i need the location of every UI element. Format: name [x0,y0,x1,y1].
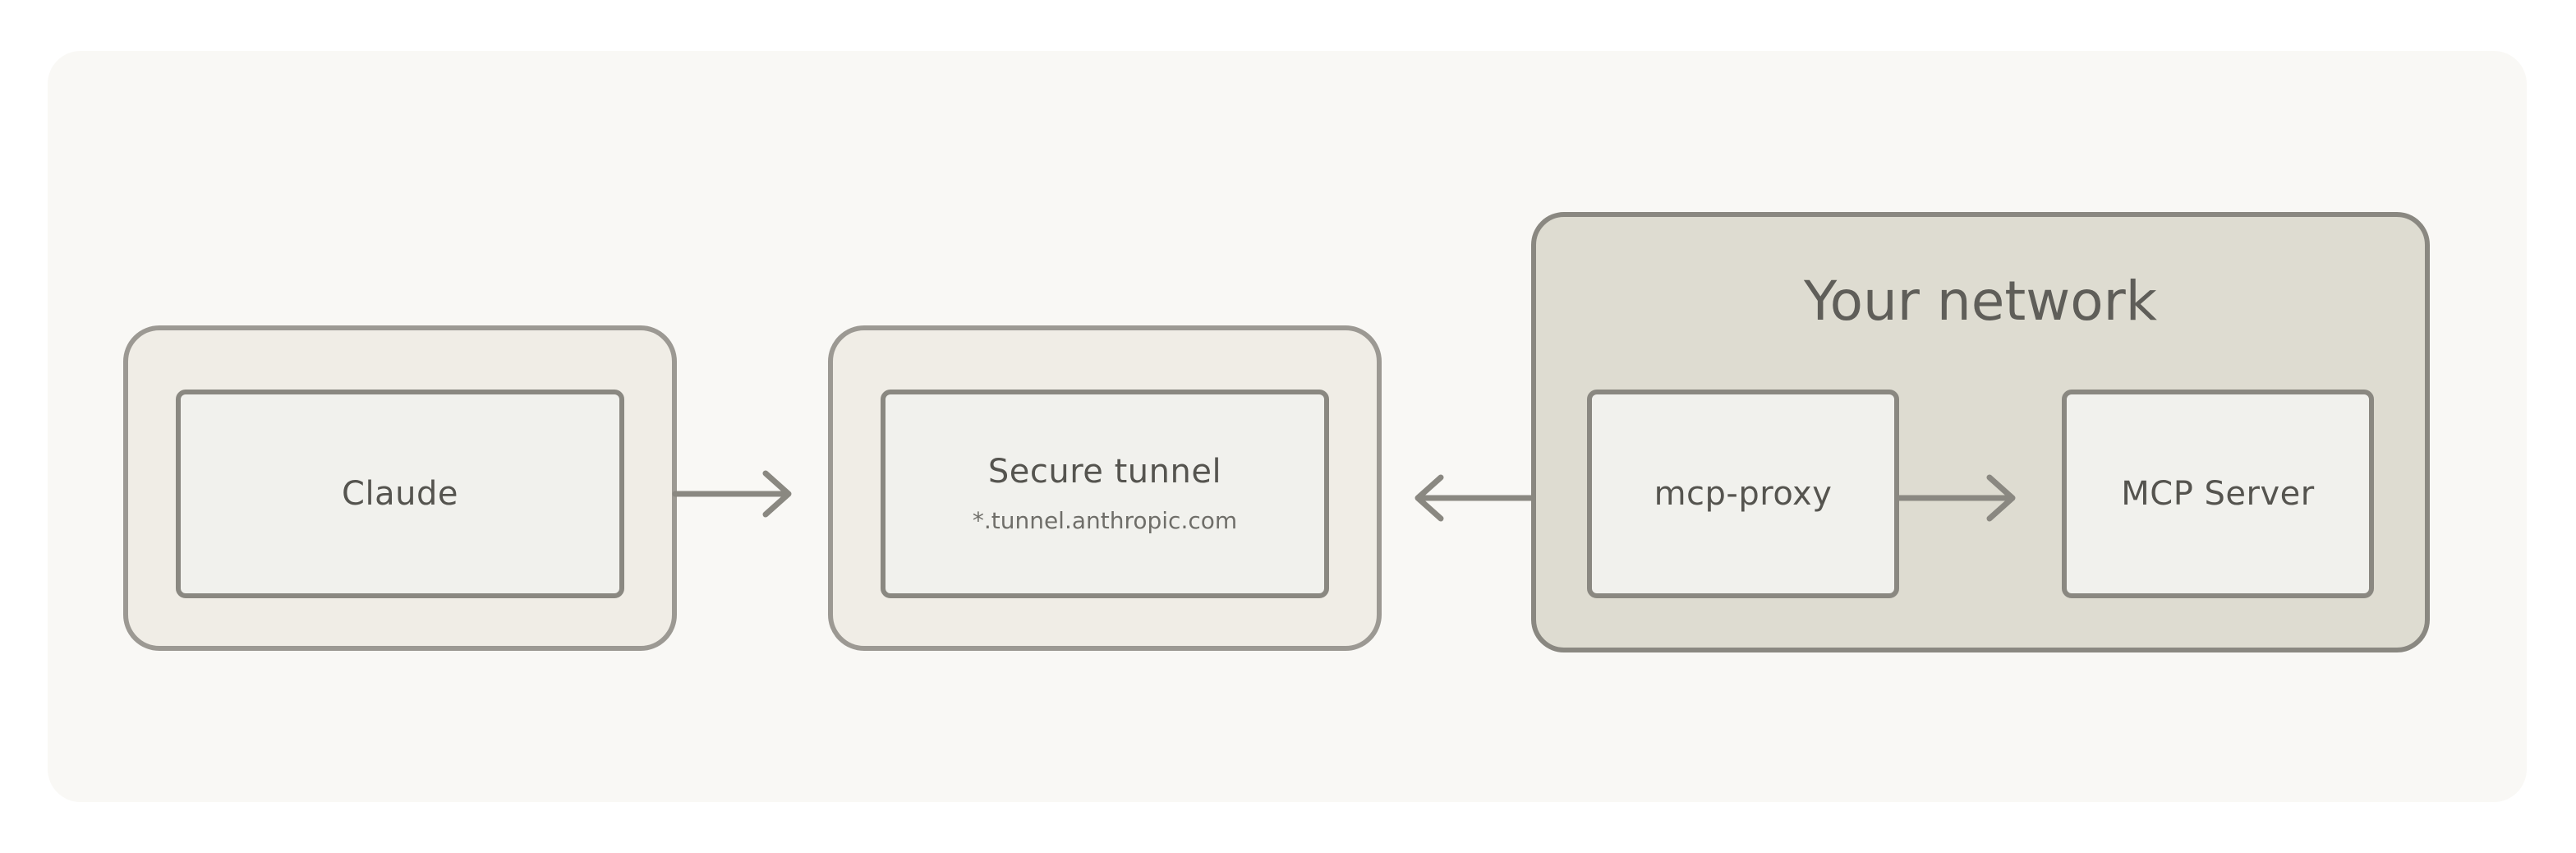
claude-label: Claude [342,475,458,513]
tunnel-domain: *.tunnel.anthropic.com [972,507,1238,534]
mcp-server-label: MCP Server [2121,475,2315,513]
network-title: Your network [1804,270,2157,333]
tunnel-label: Secure tunnel [987,453,1222,491]
mcp-server-node: MCP Server [2062,390,2374,598]
tunnel-node: Secure tunnel *.tunnel.anthropic.com [881,390,1329,598]
mcp-proxy-node: mcp-proxy [1587,390,1899,598]
mcp-proxy-label: mcp-proxy [1654,475,1833,513]
claude-node: Claude [176,390,624,598]
